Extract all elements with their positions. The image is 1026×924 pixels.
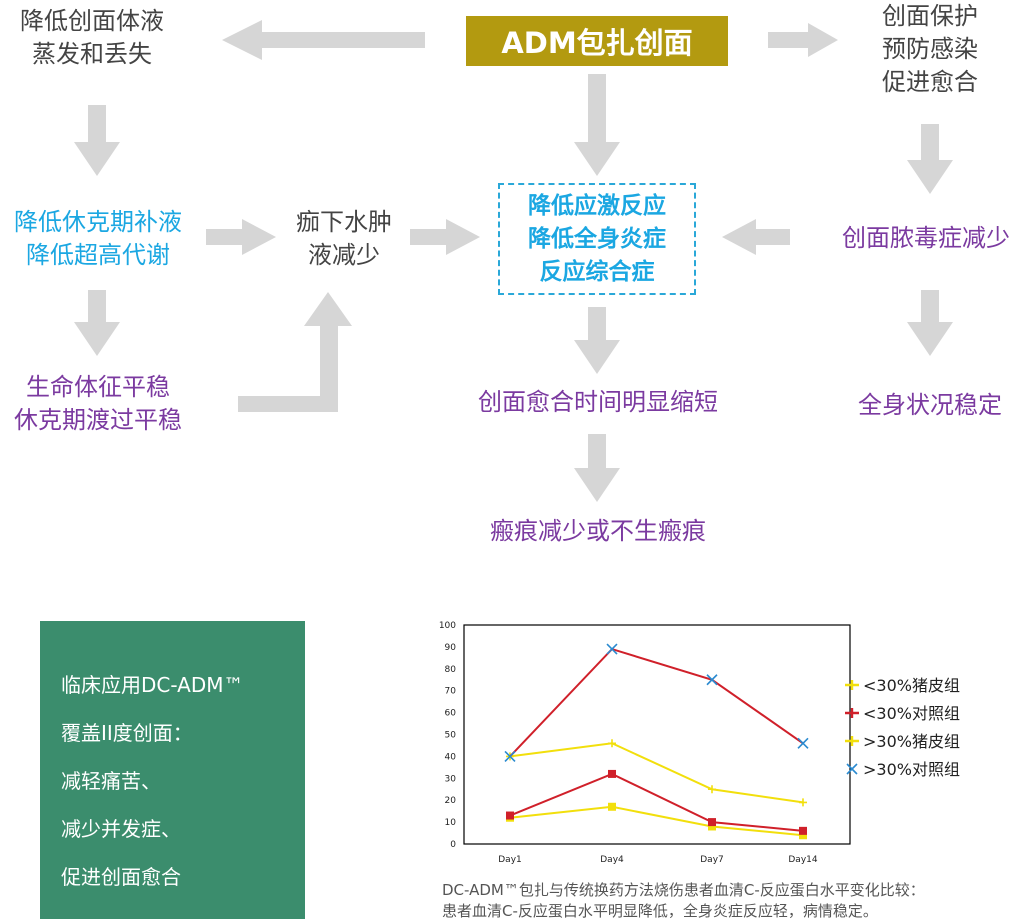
node-vitals: 生命体征平稳 休克期渡过平稳 — [14, 373, 182, 434]
arrow-sepsis-to-stress — [722, 219, 790, 255]
arrow-shock-to-edema — [206, 219, 276, 255]
node-stress-box: 降低应激反应 降低全身炎症 反应综合症 — [498, 183, 696, 295]
clinical-line: 减轻痛苦、 — [61, 769, 161, 793]
y-tick-label: 10 — [445, 818, 457, 828]
y-tick-label: 20 — [445, 796, 457, 806]
arrow-reduce-loss-to-shock — [74, 105, 120, 176]
arrow-sepsis-to-stable — [907, 290, 953, 356]
data-point — [708, 822, 716, 831]
legend-marker — [845, 680, 859, 690]
diagram-title: ADM包扎创面 — [466, 16, 728, 66]
node-reduce-loss: 降低创面体液 蒸发和丢失 — [20, 7, 164, 68]
caption-line-1: DC-ADM™包扎与传统换药方法烧伤患者血清C-反应蛋白水平变化比较： — [442, 881, 925, 899]
data-point — [504, 750, 516, 762]
legend-label: >30%对照组 — [863, 760, 960, 779]
data-point — [797, 737, 809, 749]
arrow-title-to-stress — [574, 74, 620, 176]
node-shock: 降低休克期补液 降低超高代谢 — [14, 208, 182, 269]
x-tick-label: Day4 — [600, 855, 624, 865]
clinical-line: 覆盖II度创面： — [61, 721, 193, 745]
arrow-title-to-protect — [768, 23, 838, 57]
series-line — [509, 742, 804, 804]
data-point — [799, 831, 807, 840]
clinical-line: 临床应用DC-ADM™ — [61, 673, 244, 697]
y-tick-label: 60 — [445, 709, 457, 719]
node-sepsis: 创面脓毒症减少 — [842, 224, 1010, 252]
data-point — [706, 674, 718, 686]
node-healing: 创面愈合时间明显缩短 — [478, 388, 718, 416]
data-point — [799, 826, 807, 835]
legend-marker — [845, 708, 859, 718]
node-edema: 痂下水肿 液减少 — [296, 208, 392, 269]
y-tick-label: 50 — [445, 731, 457, 741]
plot-frame — [463, 624, 851, 845]
y-tick-label: 30 — [445, 774, 457, 784]
series-line — [509, 772, 804, 832]
data-point — [799, 798, 807, 807]
legend-marker — [846, 763, 858, 775]
node-stress: 降低应激反应 降低全身炎症 反应综合症 — [528, 192, 666, 285]
y-tick-label: 70 — [445, 687, 457, 697]
arrow-vitals-to-edema — [238, 292, 352, 412]
y-tick-label: 0 — [450, 840, 456, 850]
arrow-edema-to-stress — [410, 219, 480, 255]
node-scar: 瘢痕减少或不生瘢痕 — [490, 517, 706, 545]
series-line — [509, 647, 804, 758]
y-tick-label: 100 — [439, 621, 456, 631]
data-point — [506, 811, 514, 820]
y-tick-label: 40 — [445, 752, 457, 762]
node-stable: 全身状况稳定 — [858, 391, 1002, 419]
data-point — [708, 818, 716, 827]
legend-label: <30%猪皮组 — [863, 676, 960, 695]
y-tick-label: 80 — [445, 665, 457, 675]
node-protect: 创面保护 预防感染 促进愈合 — [882, 2, 978, 96]
caption-line-2: 患者血清C-反应蛋白水平明显降低，全身炎症反应轻，病情稳定。 — [442, 902, 878, 920]
y-tick-label: 90 — [445, 643, 457, 653]
data-point — [606, 643, 618, 655]
arrow-shock-to-vitals — [74, 290, 120, 356]
legend-label: >30%猪皮组 — [863, 732, 960, 751]
data-point — [608, 802, 616, 811]
chart-caption: DC-ADM™包扎与传统换药方法烧伤患者血清C-反应蛋白水平变化比较： 患者血清… — [442, 880, 1022, 922]
clinical-box: 临床应用DC-ADM™ 覆盖II度创面： 减轻痛苦、 减少并发症、 促进创面愈合 — [40, 621, 305, 919]
arrow-stress-to-healing — [574, 307, 620, 374]
series-line — [509, 805, 804, 837]
legend-label: <30%对照组 — [863, 704, 960, 723]
arrow-healing-to-scar — [574, 434, 620, 502]
clinical-line: 减少并发症、 — [61, 817, 181, 841]
x-tick-label: Day1 — [498, 855, 522, 865]
data-point — [708, 785, 716, 794]
data-point — [608, 739, 616, 748]
arrow-protect-to-sepsis — [907, 124, 953, 194]
x-tick-label: Day14 — [788, 855, 817, 865]
x-tick-label: Day7 — [700, 855, 724, 865]
legend-marker — [845, 736, 859, 746]
flow-arrows — [74, 20, 953, 502]
data-point — [608, 769, 616, 778]
clinical-line: 促进创面愈合 — [61, 865, 181, 889]
arrow-title-to-reduce-loss — [222, 20, 425, 60]
